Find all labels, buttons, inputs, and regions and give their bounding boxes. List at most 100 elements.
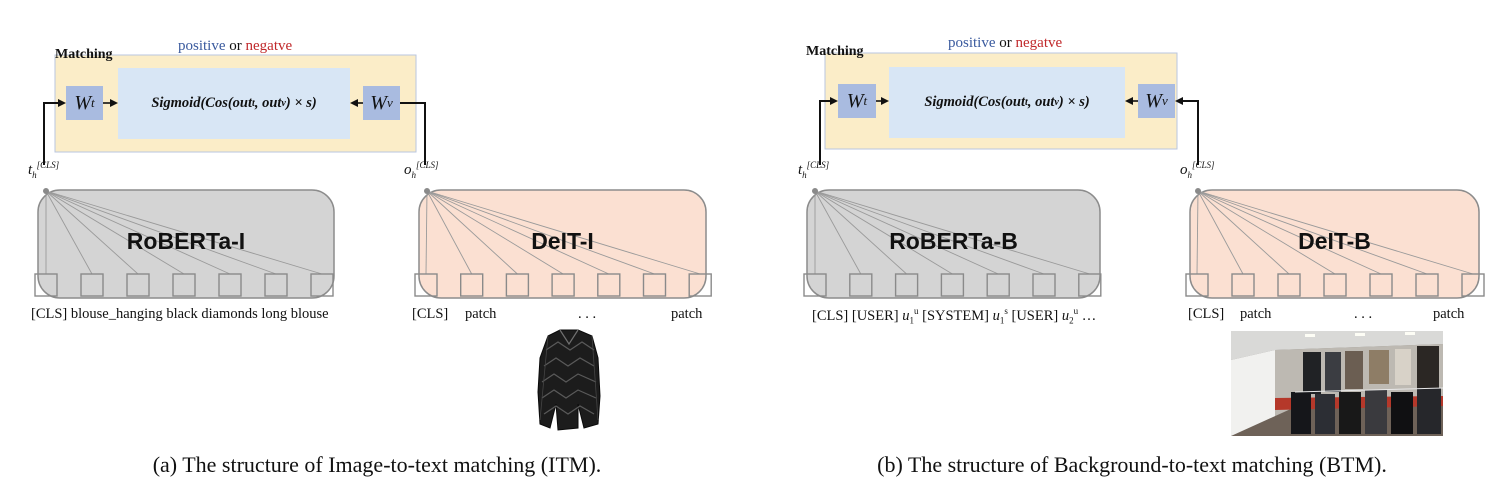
image-token-square [597,273,621,297]
text-token-sequence: [CLS] blouse_hanging black diamonds long… [31,306,329,322]
token-u1-system-sub: 1 [999,315,1005,326]
sigmoid-formula-post: ) × s) [285,95,317,111]
roberta-b-label: RoBERTa-B [889,228,1018,254]
image-cls-vector-base: o [1180,162,1188,178]
line-text-cls-to-wt [819,100,832,165]
text-cls-vector-base: t [798,162,803,178]
text-token-square [894,273,919,297]
sigmoid-formula-pre: Sigmoid(Cos(out [924,94,1026,110]
w-text-subscript: t [91,95,95,110]
image-token-square [505,273,530,297]
text-token-square [940,273,965,297]
image-attention-line [1197,190,1290,275]
image-attention-fan [424,188,701,275]
token-u1-user-sup: u [913,306,919,316]
image-token-square [1231,273,1255,297]
sigmoid-formula-sub1: t [1025,97,1028,108]
text-token-square [218,273,242,297]
image-cls-vector-sub: h [411,170,417,180]
image-token-square [414,273,438,297]
text-token-square [126,273,150,297]
roberta-i-label: RoBERTa-I [126,228,246,254]
image-token-patch-first: patch [465,306,497,322]
image-token-dots: . . . [578,306,597,322]
text-cls-vector: th[CLS] [28,160,59,180]
image-cls-vector: oh[CLS] [1180,160,1215,180]
image-token-square [1185,273,1209,297]
text-attention-line [814,190,1090,275]
deit-b-label: DeIT-B [1298,228,1371,254]
caption-itm: (a) The structure of Image-to-text match… [152,452,602,477]
positive-negative-label: positive or negatve [948,35,1062,52]
text-token-square [1032,273,1056,297]
line-image-cls-to-wv [1181,100,1199,165]
sigmoid-formula-pre: Sigmoid(Cos(out [151,95,253,111]
text-attention-line [814,190,953,275]
image-token-square [460,273,484,297]
text-token-square [310,273,334,297]
image-token-square [642,273,667,297]
image-token-square [688,273,712,297]
image-attention-line [426,190,701,275]
text-token-squares [803,273,1102,297]
w-text-subscript: t [863,93,868,108]
arrow-head-wt [110,99,118,107]
image-cls-vector-sup: [CLS] [416,160,439,170]
text-token-square [34,273,58,297]
token-u2-user-sub: 2 [1069,315,1074,326]
token-u2-user-sup: u [1073,306,1079,316]
text-token-square [803,273,827,297]
text-attention-line [45,190,277,275]
image-token-square [1369,273,1393,297]
blouse-thumbnail-image [534,327,604,433]
token-u1-user-sub: 1 [909,315,914,326]
image-token-squares [414,273,712,297]
arrow-head-text-cls [830,97,838,105]
image-attention-line [1196,190,1199,275]
image-cls-origin-dot [424,188,430,194]
token-u1-system-sup: s [1004,306,1008,316]
text-attention-line [814,190,1045,275]
text-attention-line [814,190,907,275]
token-u2-user: u [1061,307,1070,324]
text-token-square [1078,273,1102,297]
image-cls-vector-base: o [404,162,412,178]
image-attention-line [426,190,473,275]
image-token-square [551,273,575,297]
w-image-symbol: W [1145,89,1162,112]
image-attention-line [1197,190,1244,275]
image-cls-vector-sup: [CLS] [1192,160,1215,170]
caption-btm: (b) The structure of Background-to-text … [877,452,1387,477]
text-cls-vector-sub: h [32,170,37,180]
image-token-patch-last: patch [1433,306,1465,322]
deit-i-label: DeIT-I [531,228,594,254]
sigmoid-formula-mid: , out [1027,94,1055,110]
image-attention-fan [1195,188,1474,275]
image-cls-vector: oh[CLS] [404,160,439,180]
token-ellipsis: … [1078,307,1097,324]
image-token-square [1415,273,1439,297]
text-cls-vector-sup: [CLS] [806,160,830,170]
w-text-symbol: W [74,91,92,114]
image-token-cls: [CLS] [1188,306,1225,322]
image-attention-line [426,190,564,275]
arrow-head-image-cls [1175,97,1183,105]
positive-negative-label: positive or negatve [178,38,292,55]
matching-label: Matching [55,47,113,62]
or-label: or [999,35,1012,51]
text-attention-fan [43,188,323,275]
token-cls-user: [CLS] [USER] [812,307,903,324]
image-attention-line [1197,190,1428,275]
roberta-b-box [806,189,1101,299]
sigmoid-formula-sub1: t [252,98,255,109]
sigmoid-formula-post: ) × s) [1058,94,1090,110]
image-token-squares [1185,273,1485,297]
image-attention-line [1197,190,1336,275]
text-cls-vector-sub: h [802,170,807,180]
arrow-head-text-cls [58,99,66,107]
arrow-head-wv [1125,97,1133,105]
